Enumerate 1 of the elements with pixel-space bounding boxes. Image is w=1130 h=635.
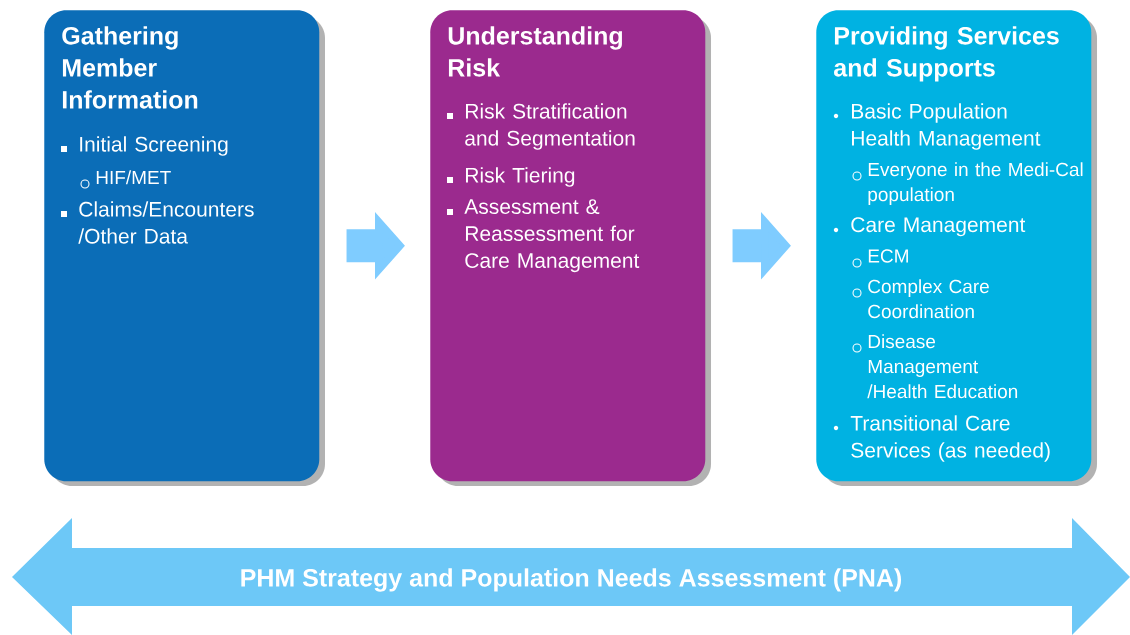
double-arrow-band: PHM Strategy and Population Needs Assessment (PNA) xyxy=(12,518,1130,635)
